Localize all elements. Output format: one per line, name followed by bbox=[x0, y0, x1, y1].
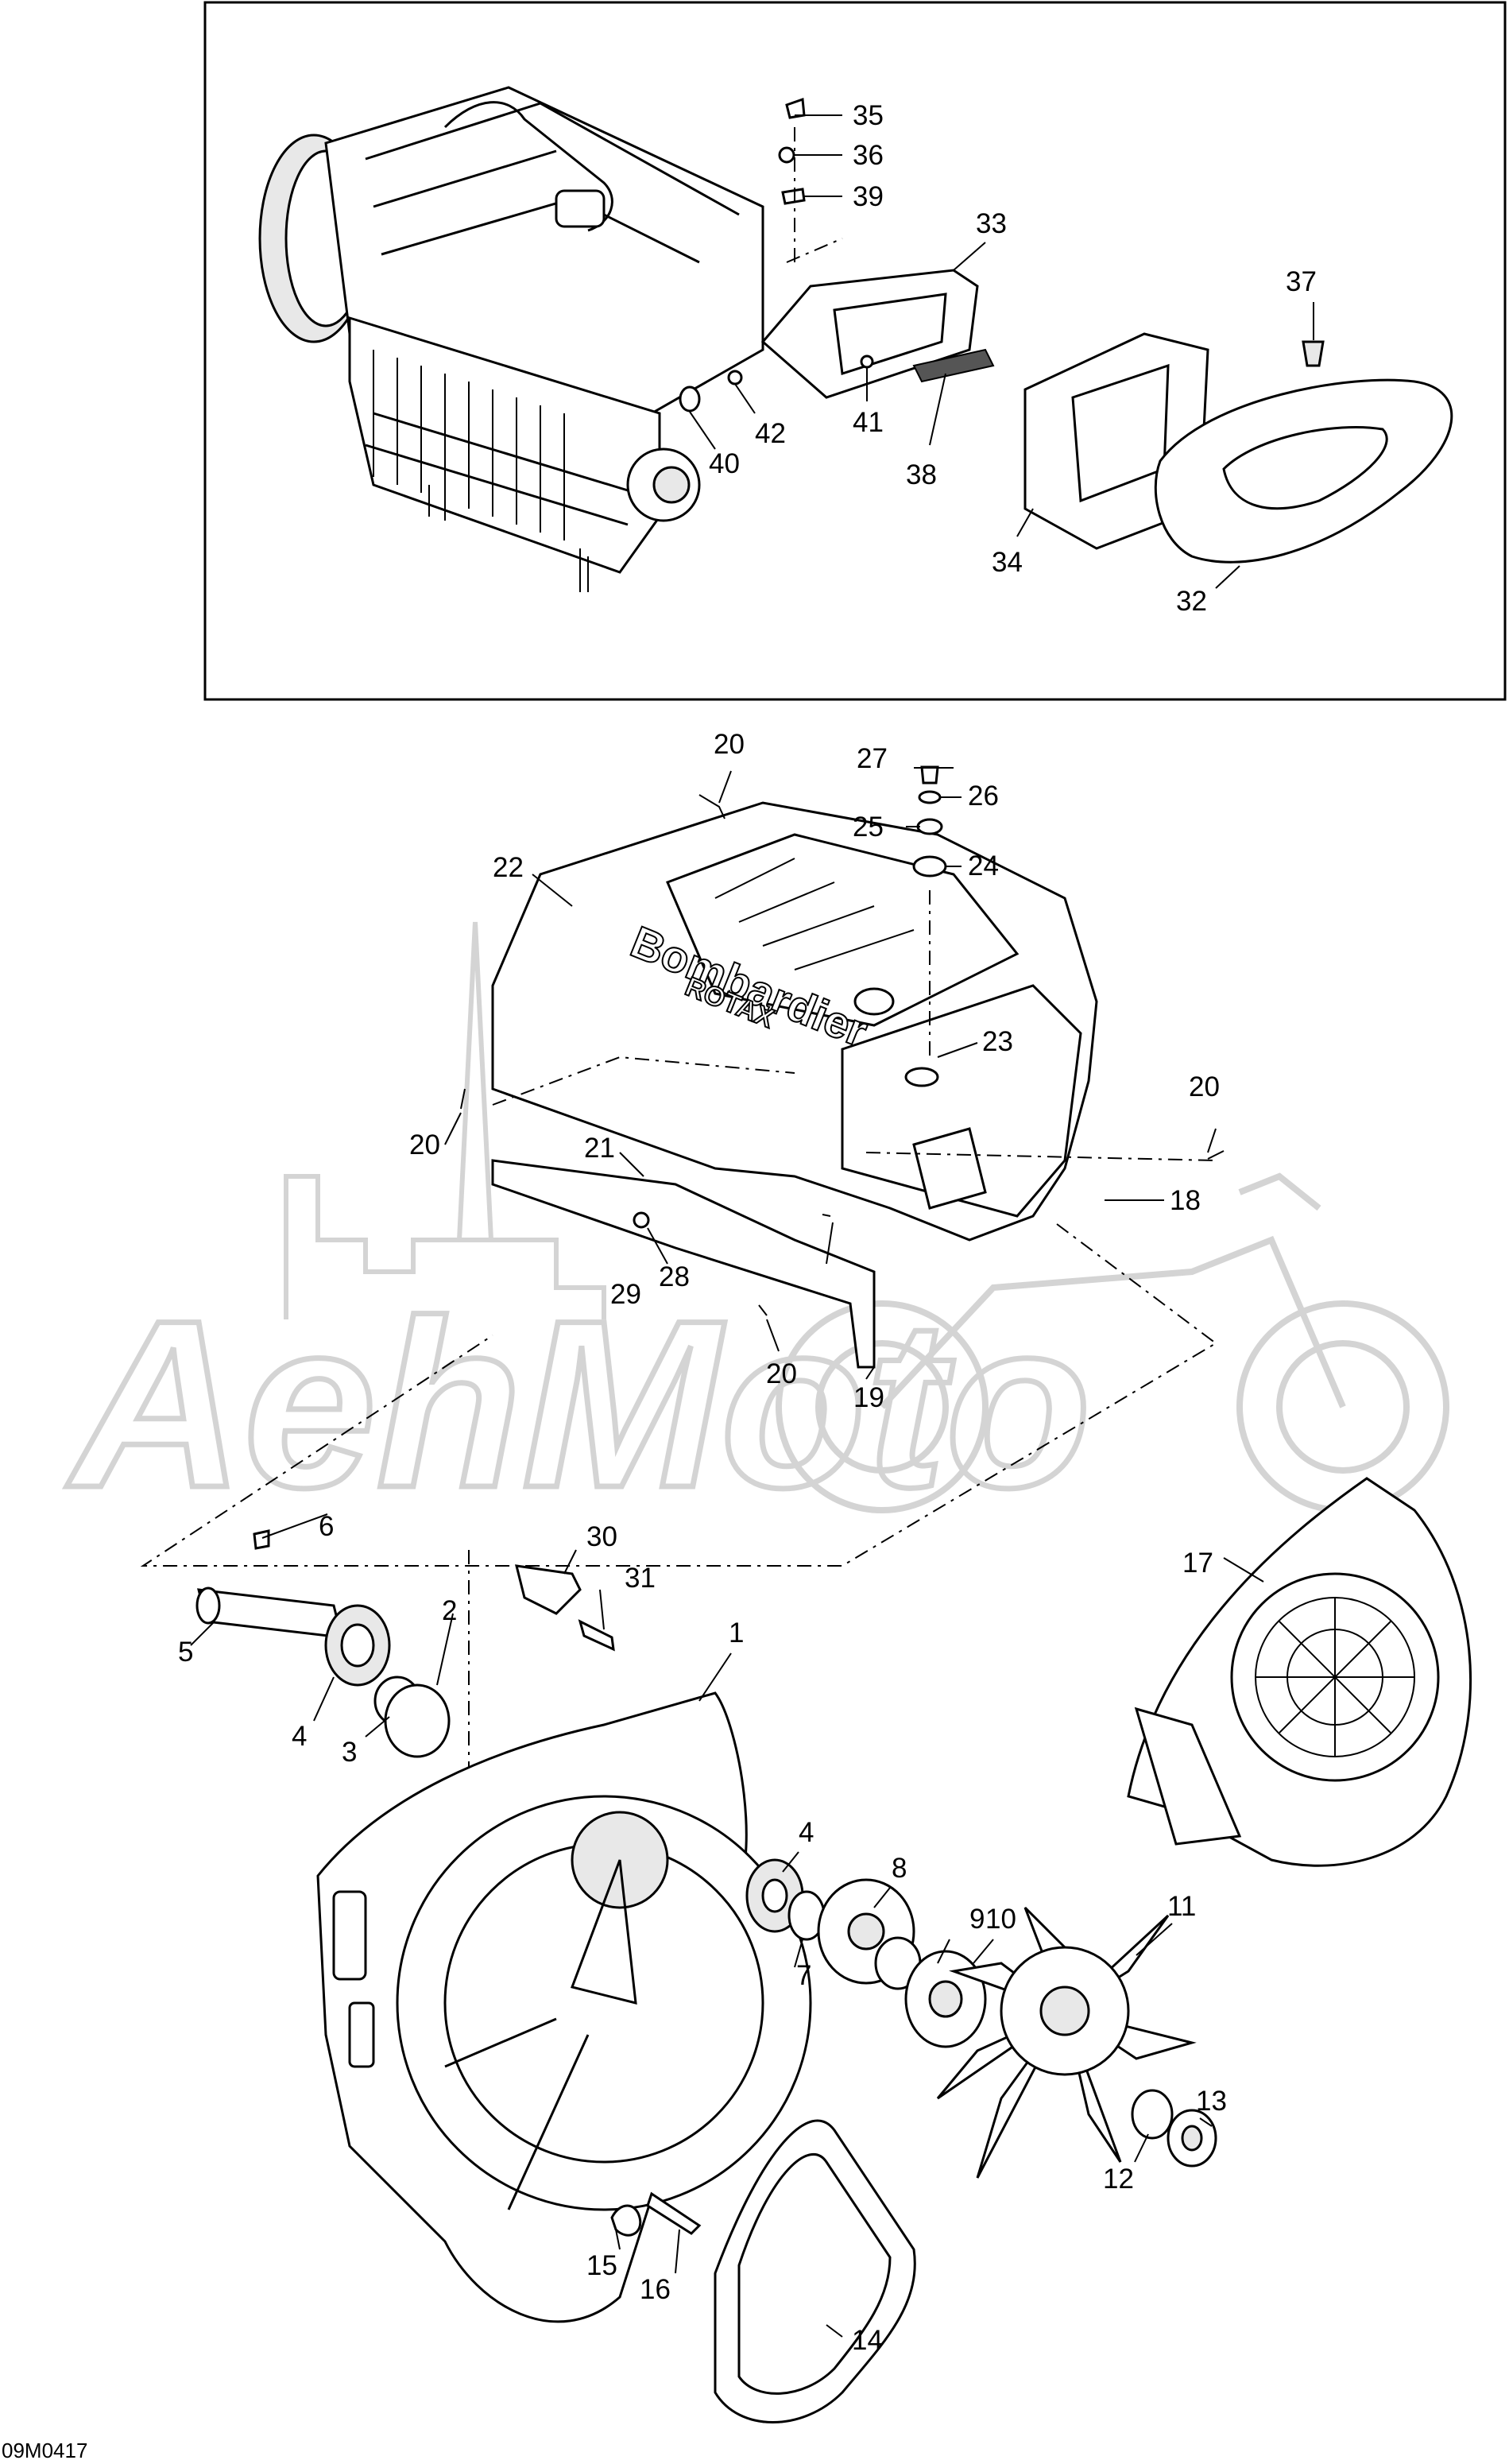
part-label-15: 15 bbox=[586, 2250, 617, 2281]
part-label-7: 7 bbox=[796, 1960, 811, 1991]
part-label-22: 22 bbox=[493, 852, 524, 883]
airbox-parts bbox=[679, 97, 1453, 564]
part-label-25: 25 bbox=[853, 812, 884, 843]
fan-blades bbox=[936, 1906, 1197, 2179]
part-label-11: 11 bbox=[1167, 1891, 1196, 1922]
part-label-20b: 20 bbox=[1189, 1071, 1220, 1102]
part-label-5: 5 bbox=[178, 1637, 193, 1668]
part-label-34: 34 bbox=[992, 547, 1023, 578]
part-label-36: 36 bbox=[853, 140, 884, 171]
part-label-33: 33 bbox=[976, 208, 1007, 239]
part-label-4a: 4 bbox=[292, 1721, 307, 1752]
part-label-17: 17 bbox=[1182, 1548, 1213, 1579]
watermark-skyline-icon bbox=[284, 1174, 606, 1319]
part-label-19: 19 bbox=[853, 1382, 884, 1413]
watermark-spire-icon bbox=[456, 921, 494, 1242]
part-label-2: 2 bbox=[442, 1595, 457, 1626]
part-label-21: 21 bbox=[584, 1133, 615, 1164]
part-label-24: 24 bbox=[968, 850, 999, 881]
part-label-28: 28 bbox=[659, 1261, 690, 1292]
diagram-code: 09M0417 bbox=[2, 2439, 87, 2462]
part-label-1: 1 bbox=[729, 1617, 744, 1648]
part-label-14: 14 bbox=[852, 2325, 883, 2356]
part-label-4b: 4 bbox=[799, 1817, 814, 1848]
part-label-23: 23 bbox=[982, 1026, 1013, 1057]
part-label-9: 9 bbox=[969, 1904, 985, 1935]
part-label-20a: 20 bbox=[714, 729, 745, 760]
part-label-20c: 20 bbox=[409, 1129, 440, 1160]
part-label-30: 30 bbox=[586, 1521, 617, 1552]
part-label-8: 8 bbox=[892, 1853, 907, 1884]
watermark: AehMoto bbox=[61, 921, 1449, 1540]
part-label-12: 12 bbox=[1103, 2164, 1134, 2195]
part-label-37: 37 bbox=[1286, 266, 1317, 297]
part-label-13: 13 bbox=[1196, 2086, 1227, 2117]
part-label-27: 27 bbox=[857, 743, 888, 774]
leader-lines-bottom bbox=[190, 1513, 1264, 2338]
part-label-26: 26 bbox=[968, 781, 999, 812]
leader-lines-middle bbox=[444, 767, 1217, 1380]
part-label-41: 41 bbox=[853, 407, 884, 438]
part-label-38: 38 bbox=[906, 459, 937, 490]
part-label-10: 10 bbox=[985, 1904, 1016, 1935]
part-label-32: 32 bbox=[1176, 586, 1207, 617]
part-number-labels: 35 36 39 33 37 41 40 42 38 34 32 20 27 2… bbox=[178, 100, 1317, 2356]
engine-cover-assembly: Bombardier ROTAX bbox=[460, 765, 1225, 1369]
part-label-3: 3 bbox=[342, 1737, 357, 1768]
part-label-20d: 20 bbox=[766, 1358, 797, 1389]
part-label-31: 31 bbox=[625, 1563, 656, 1594]
part-label-16: 16 bbox=[640, 2274, 671, 2305]
engine-assembly bbox=[258, 86, 764, 592]
part-label-35: 35 bbox=[853, 100, 884, 131]
part-label-40: 40 bbox=[709, 448, 740, 479]
part-label-29: 29 bbox=[610, 1279, 641, 1310]
part-label-39: 39 bbox=[853, 181, 884, 212]
part-label-18: 18 bbox=[1170, 1185, 1201, 1216]
fan-housing-assembly bbox=[195, 1477, 1472, 2423]
engine-detail-frame bbox=[203, 1, 1507, 701]
part-label-42: 42 bbox=[755, 418, 786, 449]
part-label-6: 6 bbox=[319, 1511, 334, 1542]
leader-lines-top bbox=[689, 114, 1314, 589]
